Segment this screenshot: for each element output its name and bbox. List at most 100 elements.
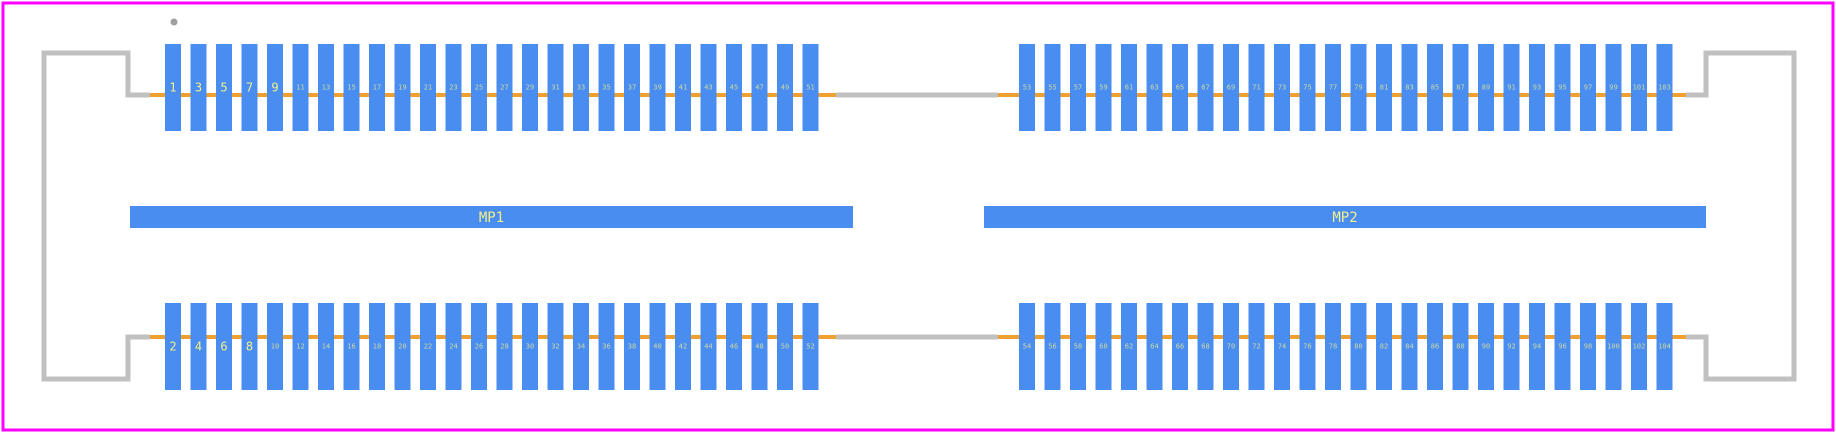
- pad-label-70: 70: [1227, 343, 1235, 351]
- pad-71: [1248, 44, 1265, 131]
- pad-55: [1044, 44, 1061, 131]
- pad-label-71: 71: [1252, 84, 1260, 92]
- pin1-marker-dot: [170, 18, 178, 26]
- pad-label-79: 79: [1354, 84, 1362, 92]
- pad-label-14: 14: [322, 343, 330, 351]
- pad-91: [1503, 44, 1520, 131]
- pad-15: [343, 44, 360, 131]
- pad-24: [445, 303, 462, 390]
- pad-11: [292, 44, 309, 131]
- pad-72: [1248, 303, 1265, 390]
- pad-label-51: 51: [806, 84, 814, 92]
- pad-label-60: 60: [1099, 343, 1107, 351]
- pad-label-21: 21: [424, 84, 432, 92]
- pad-label-74: 74: [1278, 343, 1286, 351]
- pad-label-50: 50: [781, 343, 789, 351]
- pad-68: [1197, 303, 1214, 390]
- pad-56: [1044, 303, 1061, 390]
- pad-54: [1019, 303, 1035, 390]
- pad-label-91: 91: [1507, 84, 1515, 92]
- pad-label-99: 99: [1609, 84, 1617, 92]
- pad-label-41: 41: [679, 84, 687, 92]
- pad-label-98: 98: [1584, 343, 1592, 351]
- pad-12: [292, 303, 309, 390]
- pad-33: [573, 44, 589, 131]
- pad-label-75: 75: [1303, 84, 1311, 92]
- pad-label-56: 56: [1048, 343, 1056, 351]
- pad-label-19: 19: [398, 84, 406, 92]
- pad-22: [420, 303, 436, 390]
- pad-27: [496, 44, 513, 131]
- pad-label-97: 97: [1584, 84, 1592, 92]
- pad-59: [1095, 44, 1112, 131]
- pad-92: [1503, 303, 1520, 390]
- pad-101: [1631, 44, 1647, 131]
- pad-label-26: 26: [475, 343, 483, 351]
- pad-label-93: 93: [1533, 84, 1541, 92]
- mounting-pad-mp1: [130, 206, 853, 228]
- pad-66: [1172, 303, 1188, 390]
- pad-62: [1121, 303, 1137, 390]
- pad-2: [165, 303, 181, 390]
- pad-57: [1070, 44, 1086, 131]
- pad-43: [700, 44, 717, 131]
- pad-25: [471, 44, 487, 131]
- pad-label-10: 10: [271, 343, 279, 351]
- pad-label-17: 17: [373, 84, 381, 92]
- pad-label-45: 45: [730, 84, 738, 92]
- pad-label-77: 77: [1329, 84, 1337, 92]
- pad-label-104: 104: [1658, 343, 1671, 351]
- pad-label-43: 43: [704, 84, 712, 92]
- pad-76: [1299, 303, 1316, 390]
- pad-label-100: 100: [1607, 343, 1620, 351]
- pad-58: [1070, 303, 1086, 390]
- pad-16: [343, 303, 360, 390]
- pad-label-4: 4: [195, 340, 202, 354]
- pad-39: [649, 44, 666, 131]
- pad-label-38: 38: [628, 343, 636, 351]
- silkscreen-layer: [41, 18, 1797, 382]
- pad-104: [1656, 303, 1673, 390]
- pad-89: [1478, 44, 1494, 131]
- pad-83: [1401, 44, 1418, 131]
- pad-35: [598, 44, 615, 131]
- pad-label-34: 34: [577, 343, 585, 351]
- pad-4: [190, 303, 207, 390]
- pad-70: [1223, 303, 1239, 390]
- pad-label-83: 83: [1405, 84, 1413, 92]
- pad-label-103: 103: [1658, 84, 1671, 92]
- pad-18: [369, 303, 385, 390]
- pad-label-37: 37: [628, 84, 636, 92]
- pad-label-40: 40: [653, 343, 661, 351]
- pad-41: [675, 44, 691, 131]
- pad-label-24: 24: [449, 343, 457, 351]
- pad-102: [1631, 303, 1647, 390]
- pad-7: [241, 44, 258, 131]
- pad-label-20: 20: [398, 343, 406, 351]
- pad-103: [1656, 44, 1673, 131]
- pad-46: [726, 303, 742, 390]
- pad-51: [802, 44, 819, 131]
- pad-40: [649, 303, 666, 390]
- pad-label-16: 16: [347, 343, 355, 351]
- pad-label-35: 35: [602, 84, 610, 92]
- pad-60: [1095, 303, 1112, 390]
- pad-label-49: 49: [781, 84, 789, 92]
- pad-45: [726, 44, 742, 131]
- pad-label-73: 73: [1278, 84, 1286, 92]
- pad-label-65: 65: [1176, 84, 1184, 92]
- pad-label-36: 36: [602, 343, 610, 351]
- mounting-pad-label-mp2: MP2: [1332, 210, 1357, 226]
- pad-37: [624, 44, 640, 131]
- pad-label-66: 66: [1176, 343, 1184, 351]
- pad-label-69: 69: [1227, 84, 1235, 92]
- silkscreen-right-bracket: [1686, 50, 1797, 382]
- pad-61: [1121, 44, 1137, 131]
- pad-label-47: 47: [755, 84, 763, 92]
- pad-label-85: 85: [1431, 84, 1439, 92]
- pad-label-18: 18: [373, 343, 381, 351]
- pad-6: [216, 303, 232, 390]
- pad-14: [318, 303, 334, 390]
